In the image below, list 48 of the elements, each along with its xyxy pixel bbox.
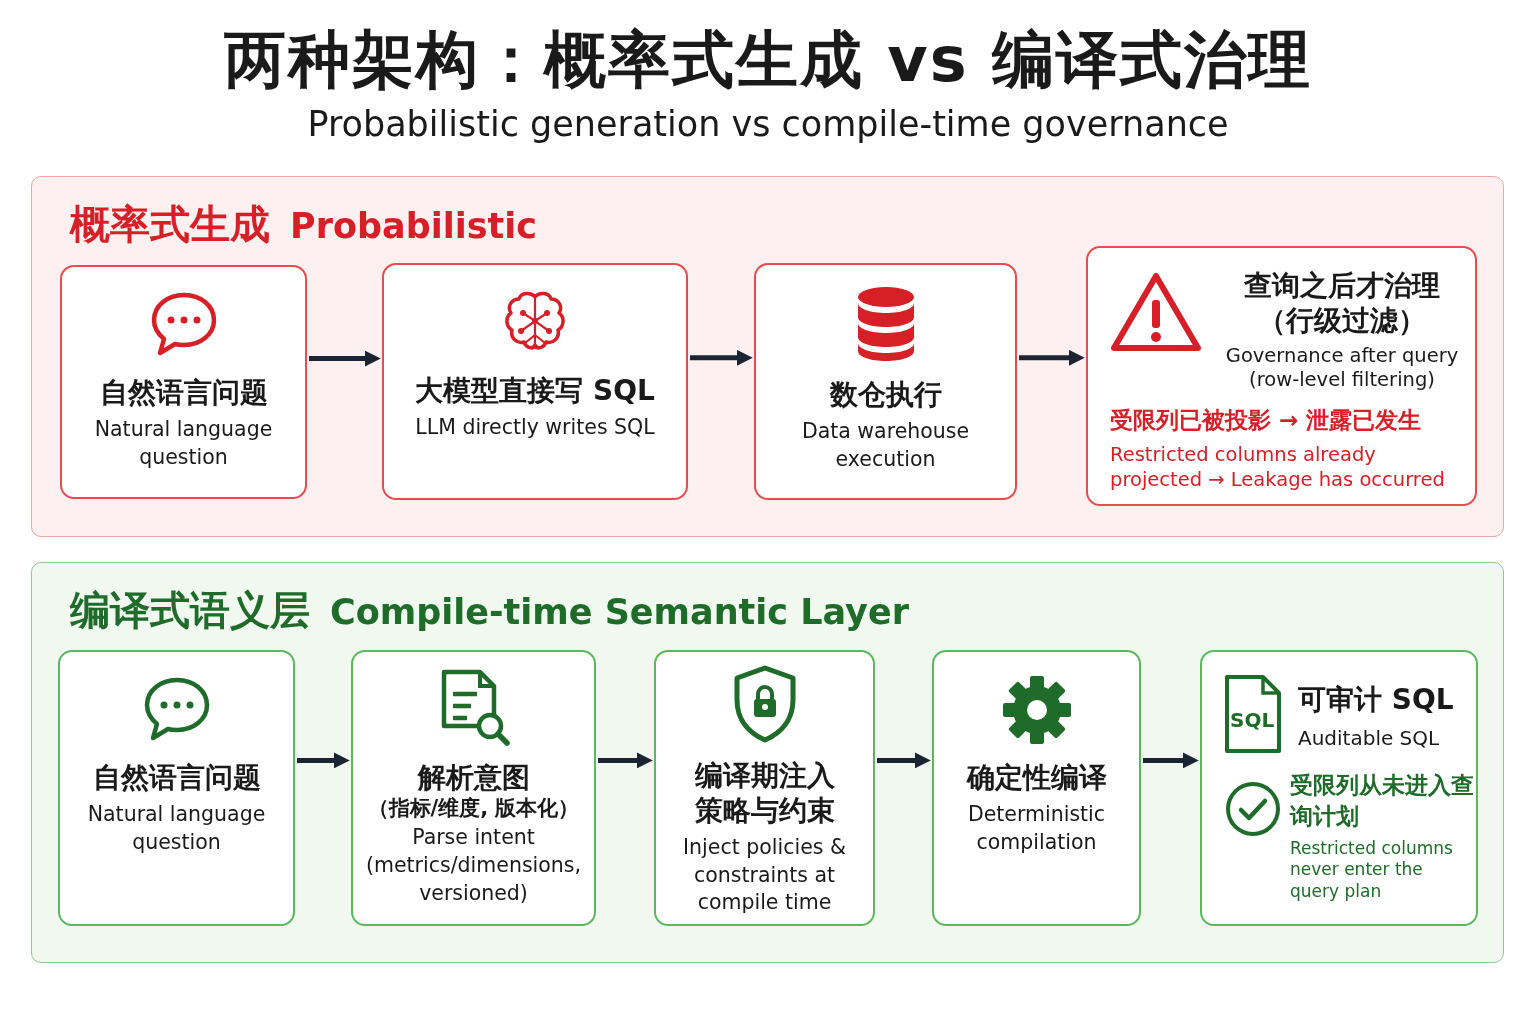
- box-heading: 查询之后才治理（行级过滤）: [1243, 268, 1441, 338]
- file-type-label: SQL: [1230, 708, 1275, 732]
- box-heading: 确定性编译: [966, 760, 1107, 795]
- check-text: Restricted columns never enter the query plan: [1290, 838, 1454, 902]
- arrow: [598, 752, 653, 769]
- arrow: [309, 350, 381, 367]
- process-box: [351, 650, 596, 926]
- title: 两种架构：概率式生成 vs 编译式治理: [222, 22, 1314, 98]
- box-heading: 自然语言问题: [99, 375, 268, 410]
- box-heading: 解析意图: [417, 760, 530, 795]
- box-description: Parse intent (metrics/dimensions, versioned): [366, 824, 581, 907]
- process-box: [1086, 246, 1477, 506]
- group-panel: [31, 562, 1504, 963]
- box-description: Data warehouse execution: [800, 418, 971, 473]
- process-box: [60, 265, 307, 499]
- arrow: [1143, 752, 1199, 769]
- box-heading: 自然语言问题: [92, 760, 261, 795]
- process-box: [654, 650, 875, 926]
- process-box: [754, 263, 1017, 500]
- box-description: Natural language question: [93, 416, 274, 471]
- box-heading: 数仓执行: [829, 377, 942, 412]
- process-box: [382, 263, 688, 500]
- panel-heading: Probabilistic: [290, 206, 537, 246]
- warning-heading: 受限列已被投影 → 泄露已发生: [1110, 406, 1423, 435]
- box-description: Deterministic compilation: [966, 801, 1107, 856]
- arrow: [877, 752, 931, 769]
- box-heading: 可审计 SQL: [1298, 682, 1455, 717]
- box-heading: 编译期注入策略与约束: [693, 758, 836, 828]
- panel-heading: 编译式语义层: [70, 586, 310, 635]
- subtitle: Probabilistic generation vs compile-time governance: [306, 104, 1230, 144]
- process-box: [1200, 650, 1478, 926]
- box-description: LLM directly writes SQL: [415, 414, 655, 441]
- arrow: [1019, 349, 1085, 366]
- box-description: Inject policies & constraints at compile time: [682, 834, 847, 917]
- process-box: [58, 650, 295, 926]
- panel-heading: Compile-time Semantic Layer: [330, 592, 909, 632]
- box-description: Natural language question: [86, 801, 267, 856]
- arrow: [297, 752, 350, 769]
- box-heading: 大模型直接写 SQL: [415, 373, 655, 408]
- warning-text: Restricted columns already projected → Leakage has occurred: [1110, 441, 1446, 493]
- box-description: Auditable SQL: [1298, 725, 1441, 752]
- check-heading: 受限列从未进入查询计划: [1290, 771, 1474, 832]
- arrow: [690, 349, 753, 366]
- panel-heading: 概率式生成: [70, 200, 270, 249]
- group-panel: [31, 176, 1504, 537]
- box-subheading: （指标/维度, 版本化）: [367, 795, 580, 822]
- process-box: [932, 650, 1141, 926]
- box-description: Governance after query (row-level filtering): [1224, 344, 1460, 393]
